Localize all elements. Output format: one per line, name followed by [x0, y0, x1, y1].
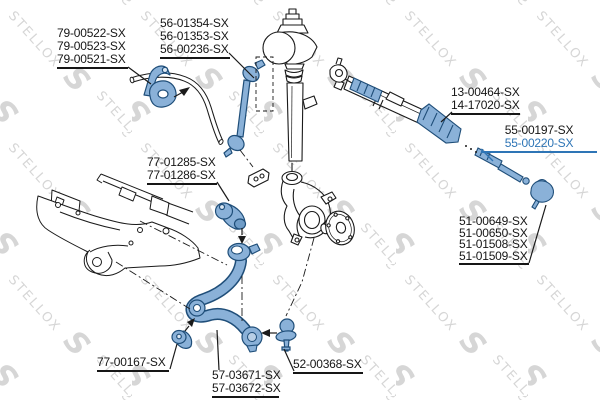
part-number: 79-00523-SX: [57, 39, 126, 53]
stabilizer-link-part[interactable]: [223, 59, 266, 158]
label-inner-tie-rods: 55-00197-SX 55-00220-SX: [481, 124, 597, 153]
stabilizer-bushing-part[interactable]: [148, 80, 177, 108]
arrow-to-arm-eye: [184, 325, 190, 332]
knuckle-drawing: [280, 170, 337, 246]
hub-drawing: [320, 210, 355, 246]
part-number: 77-00167-SX: [97, 355, 166, 369]
part-number: 51-01509-SX: [459, 248, 528, 263]
ball-joint-part[interactable]: [275, 318, 297, 352]
part-number: 51-01508-SX: [459, 237, 528, 251]
part-number: 52-00368-SX: [293, 357, 362, 371]
rack-boot-right-part[interactable]: [416, 103, 462, 144]
label-rack-boots: 13-00464-SX 14-17020-SX: [451, 86, 520, 115]
arm-bushing-part[interactable]: [214, 202, 247, 230]
part-number-highlighted[interactable]: 55-00220-SX: [504, 136, 574, 150]
part-number: 79-00522-SX: [57, 26, 126, 40]
label-control-arms: 57-03671-SX 57-03672-SX: [212, 368, 281, 398]
part-number: 55-00197-SX: [504, 123, 574, 137]
control-arm-part[interactable]: [185, 242, 263, 353]
part-number: 77-01285-SX: [147, 155, 216, 169]
subframe-drawing: [36, 173, 201, 277]
strut-drawing: [247, 8, 318, 188]
label-stabilizer-links: 56-01354-SX 56-01353-SX 56-00236-SX: [160, 17, 230, 59]
label-front-bushing: 77-00167-SX: [97, 356, 169, 372]
part-number: 79-00521-SX: [57, 52, 126, 66]
part-number: 51-00649-SX: [459, 214, 528, 228]
label-stabilizer-bushings: 79-00522-SX 79-00523-SX 79-00521-SX: [57, 27, 128, 69]
part-number: 57-03672-SX: [212, 381, 281, 395]
part-number: 56-01354-SX: [160, 16, 229, 30]
label-arm-bushings: 77-01285-SX 77-01286-SX: [147, 156, 217, 185]
rack-boot-left-part[interactable]: [349, 77, 383, 103]
direction-arrows: [173, 87, 277, 337]
tie-rod-end-part[interactable]: [530, 178, 554, 210]
part-number: 13-00464-SX: [451, 85, 520, 99]
part-number: 56-00236-SX: [160, 42, 229, 56]
alignment-guides: [115, 56, 477, 321]
front-arm-bushing-part[interactable]: [171, 329, 193, 349]
part-number: 56-01353-SX: [160, 29, 229, 43]
part-number: 14-17020-SX: [451, 98, 520, 112]
part-number: 57-03671-SX: [212, 368, 281, 382]
label-tie-rod-ends: 51-00649-SX 51-00650-SX 51-01508-SX 51-0…: [459, 214, 529, 265]
label-ball-joint: 52-00368-SX: [293, 358, 363, 374]
part-number: 51-00650-SX: [459, 225, 528, 240]
part-number: 77-01286-SX: [147, 168, 216, 182]
